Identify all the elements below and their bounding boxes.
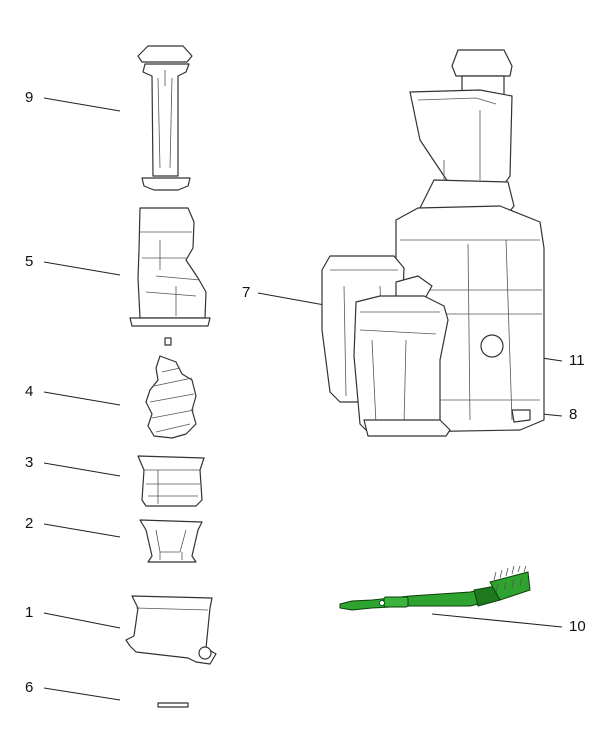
power-button-11: [480, 334, 504, 358]
callout-label-5: 5: [25, 253, 34, 270]
assembled-juicer: [321, 49, 545, 437]
callout-label-1: 1: [25, 604, 34, 621]
leader-line-9: [43, 97, 121, 112]
callout-label-6: 6: [25, 679, 34, 696]
part-9-pusher: [137, 45, 193, 191]
part-1-chamber: [125, 595, 217, 665]
part-6-gasket: [157, 702, 189, 708]
callout-label-4: 4: [25, 383, 34, 400]
callout-label-11: 11: [569, 352, 585, 369]
part-10-cleaning-brush: [339, 565, 531, 611]
leader-line-4: [43, 391, 121, 406]
part-5-drum: [129, 207, 211, 327]
callout-label-10: 10: [569, 618, 586, 635]
part-3-brush-holder: [137, 455, 205, 507]
leader-line-5: [43, 261, 121, 276]
leader-line-6: [43, 687, 121, 701]
callout-label-7: 7: [242, 284, 251, 301]
leader-line-3: [43, 462, 121, 477]
callout-label-3: 3: [25, 454, 34, 471]
callout-label-9: 9: [25, 89, 34, 106]
part-4-auger: [145, 355, 197, 439]
callout-label-2: 2: [25, 515, 34, 532]
leader-line-2: [43, 523, 121, 538]
leader-line-1: [43, 612, 121, 629]
callout-label-8: 8: [569, 406, 578, 423]
part-2-strainer: [139, 519, 203, 563]
part-small-pin: [164, 337, 172, 346]
leader-line-7: [257, 292, 331, 307]
leader-line-10: [431, 613, 563, 628]
